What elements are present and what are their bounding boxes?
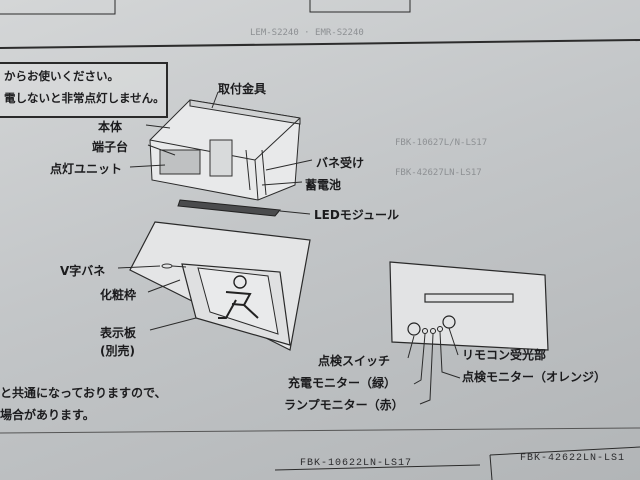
indicator-panel-drawing bbox=[389, 261, 549, 351]
code-box-left-top bbox=[274, 464, 481, 471]
part-code-left: FBK-10622LN-LS17 bbox=[300, 458, 413, 469]
label-terminal-block: 端子台 bbox=[92, 140, 129, 154]
label-remote-receiver: リモコン受光部 bbox=[462, 348, 547, 362]
label-spring-holder: バネ受け bbox=[316, 156, 365, 170]
code-box-right-top bbox=[489, 446, 640, 456]
faint-print: LEM-S2240 · EMR-S2240 bbox=[250, 28, 364, 38]
label-lighting-unit: 点灯ユニット bbox=[50, 162, 123, 176]
label-v-spring: V字バネ bbox=[60, 264, 106, 278]
label-lamp-monitor: ランプモニター（赤） bbox=[284, 398, 404, 412]
top-rule bbox=[0, 39, 640, 49]
notice-box: からお使いください。 電しないと非常点灯しません。 bbox=[0, 62, 168, 118]
leader-lines bbox=[117, 91, 461, 405]
label-check-monitor: 点検モニター（オレンジ） bbox=[462, 370, 607, 384]
header-box-left bbox=[0, 0, 116, 15]
led-module-drawing bbox=[177, 199, 281, 217]
header-box-right bbox=[309, 0, 411, 13]
faint-print: FBK-10627L/N-LS17 bbox=[395, 138, 488, 148]
label-battery: 蓄電池 bbox=[305, 178, 342, 192]
label-body: 本体 bbox=[98, 120, 123, 134]
body-unit-drawing bbox=[149, 99, 301, 201]
label-decorative-frame: 化粧枠 bbox=[100, 288, 137, 302]
bottom-text-line-1: と共通になっておりますので、 bbox=[0, 386, 167, 400]
code-box-right-side bbox=[489, 454, 493, 480]
label-sold-separately: (別売) bbox=[100, 344, 135, 358]
bottom-rule bbox=[0, 427, 640, 434]
notice-line-1: からお使いください。 bbox=[4, 69, 119, 83]
label-mounting-bracket: 取付金具 bbox=[218, 82, 267, 96]
label-led-module: LEDモジュール bbox=[314, 208, 399, 222]
label-display-panel: 表示板 bbox=[100, 326, 137, 340]
bottom-text-line-2: 場合があります。 bbox=[0, 408, 95, 422]
label-check-switch: 点検スイッチ bbox=[318, 354, 391, 368]
display-panel-drawing bbox=[129, 221, 311, 351]
faint-print: FBK-42627LN-LS17 bbox=[395, 168, 482, 178]
part-code-right: FBK-42622LN-LS1 bbox=[520, 453, 626, 464]
label-charge-monitor: 充電モニター（緑） bbox=[288, 376, 397, 390]
notice-line-2: 電しないと非常点灯しません。 bbox=[4, 91, 165, 105]
